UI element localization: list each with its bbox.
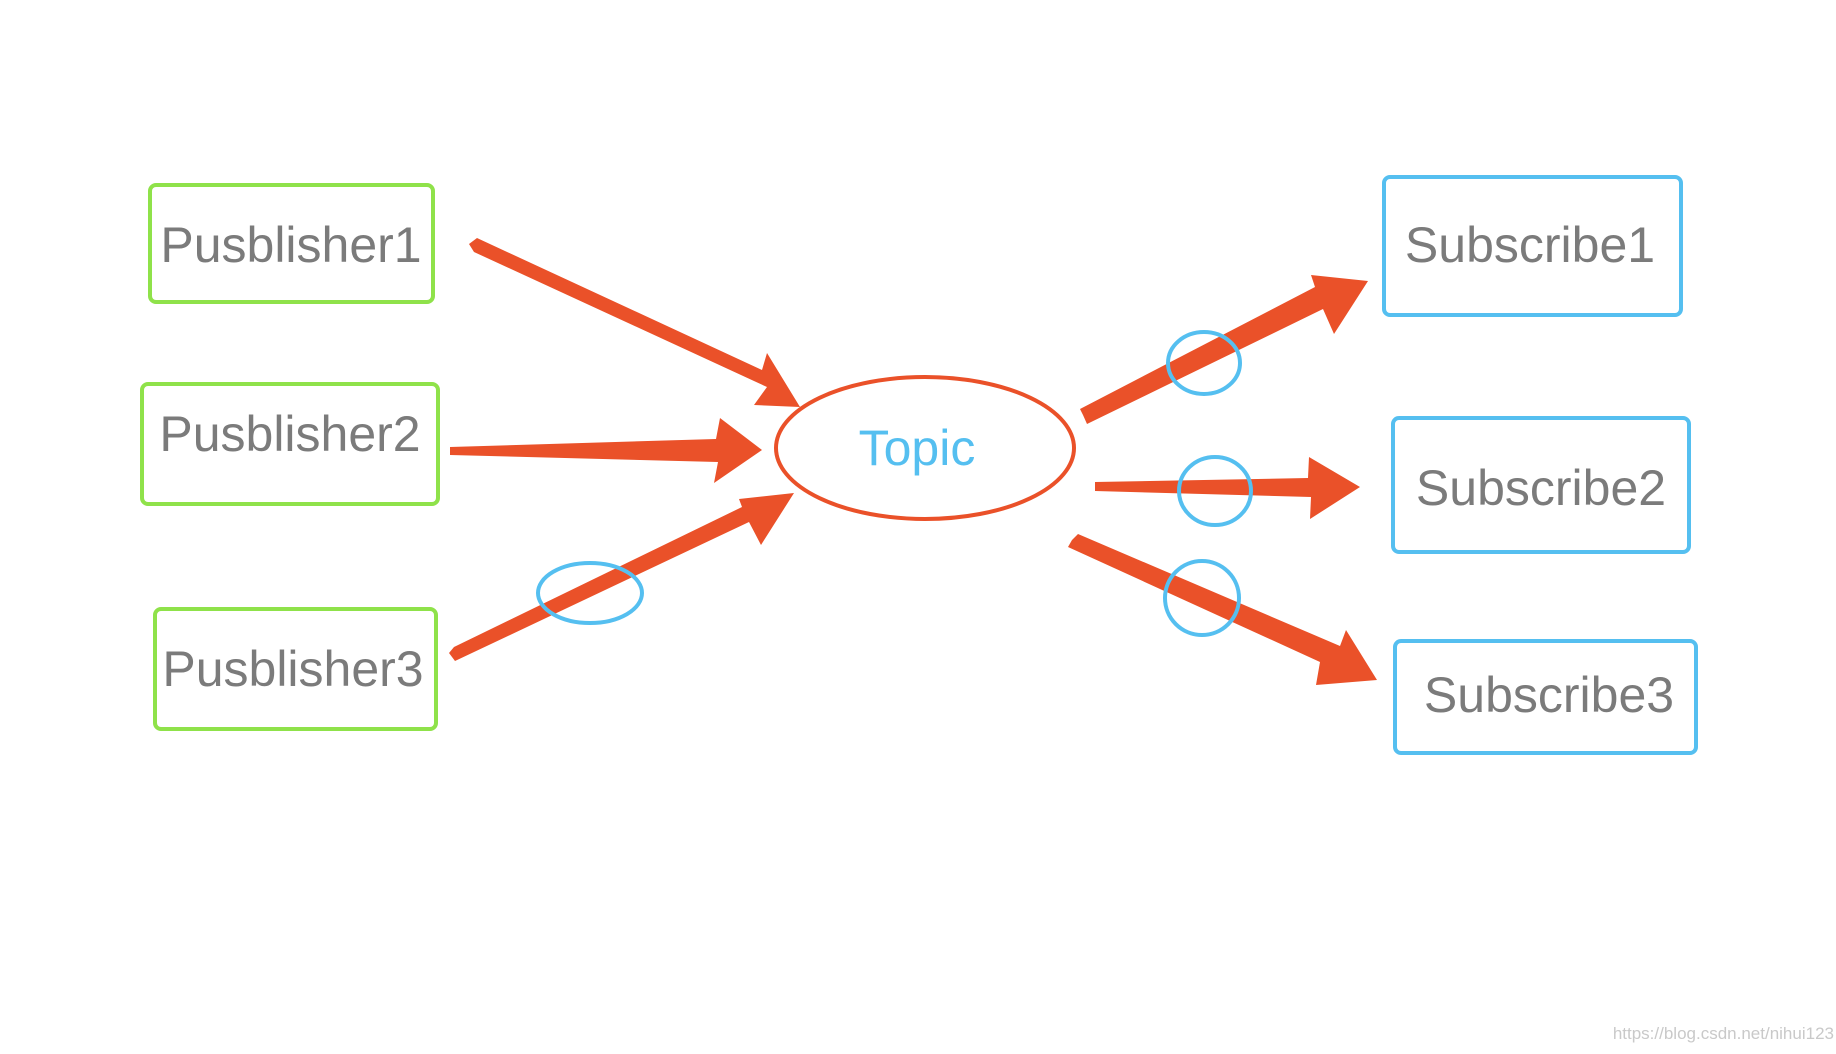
topic-label: Topic	[859, 420, 976, 476]
marker-circle-subscriber1-arrow	[1166, 330, 1242, 396]
arrow-topic-to-subscriber1	[1080, 275, 1368, 424]
topic-node: Topic	[774, 375, 1076, 521]
arrow-publisher3-to-topic	[449, 493, 794, 661]
arrow-publisher2-to-topic	[450, 418, 762, 483]
marker-circle-subscriber3-arrow	[1163, 559, 1241, 637]
publisher-node-3: Pusblisher3	[153, 607, 438, 731]
arrow-topic-to-subscriber3	[1068, 534, 1377, 685]
subscriber-node-2: Subscribe2	[1391, 416, 1691, 554]
publisher-label-1: Pusblisher1	[160, 217, 421, 273]
subscriber-label-2: Subscribe2	[1416, 460, 1666, 516]
publisher-label-3: Pusblisher3	[162, 641, 423, 697]
arrow-topic-to-subscriber2	[1095, 457, 1360, 519]
subscriber-node-1: Subscribe1	[1382, 175, 1683, 317]
watermark: https://blog.csdn.net/nihui123	[1613, 1024, 1834, 1043]
publisher-label-2: Pusblisher2	[159, 406, 420, 462]
marker-circle-publisher3-arrow	[536, 561, 644, 625]
arrow-publisher1-to-topic	[469, 238, 800, 407]
publisher-node-2: Pusblisher2	[140, 382, 440, 506]
subscriber-node-3: Subscribe3	[1393, 639, 1698, 755]
marker-circle-subscriber2-arrow	[1177, 455, 1253, 527]
publisher-node-1: Pusblisher1	[148, 183, 435, 304]
subscriber-label-3: Subscribe3	[1424, 667, 1674, 723]
subscriber-label-1: Subscribe1	[1405, 217, 1655, 273]
